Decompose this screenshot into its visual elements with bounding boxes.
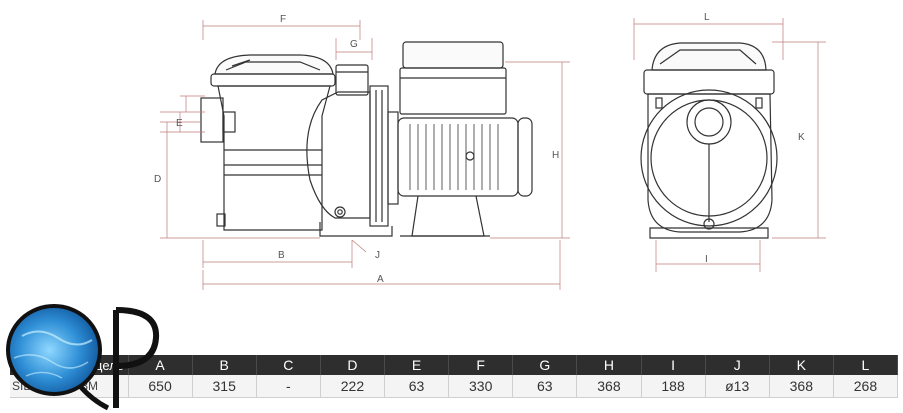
label-G: G xyxy=(350,39,358,50)
cell-d: 222 xyxy=(320,375,386,398)
cell-k: 368 xyxy=(769,375,834,398)
label-L: L xyxy=(704,12,710,23)
cell-a: 650 xyxy=(128,375,193,398)
label-J: J xyxy=(375,250,380,261)
cell-h: 368 xyxy=(576,375,642,398)
dimension-labels: F G E D H B J A L K I xyxy=(154,12,805,285)
header-g: G xyxy=(512,355,578,375)
label-F: F xyxy=(280,14,286,25)
pump-side-view xyxy=(200,41,533,237)
cell-j: ø13 xyxy=(705,375,770,398)
header-l: L xyxy=(833,355,899,375)
qp-logo xyxy=(6,304,160,411)
cell-f: 330 xyxy=(448,375,514,398)
label-A: A xyxy=(377,274,384,285)
pump-front-view xyxy=(640,42,778,239)
label-E: E xyxy=(176,118,183,129)
pump-technical-drawing: F G E D H B J A L K I xyxy=(154,12,826,290)
header-f: F xyxy=(448,355,514,375)
side-dimension-lines xyxy=(160,20,570,290)
label-H: H xyxy=(552,150,559,161)
cell-l: 268 xyxy=(833,375,899,398)
label-I: I xyxy=(705,254,708,265)
cell-c: - xyxy=(256,375,321,398)
label-B: B xyxy=(278,250,285,261)
cell-b: 315 xyxy=(192,375,257,398)
cell-i: 188 xyxy=(641,375,706,398)
header-e: E xyxy=(384,355,450,375)
header-k: K xyxy=(769,355,834,375)
header-b: B xyxy=(192,355,257,375)
front-dimension-lines xyxy=(633,18,826,272)
header-c: C xyxy=(256,355,321,375)
header-h: H xyxy=(576,355,642,375)
label-D: D xyxy=(154,174,161,185)
label-K: K xyxy=(798,132,805,143)
header-i: I xyxy=(641,355,706,375)
cell-e: 63 xyxy=(384,375,450,398)
header-j: J xyxy=(705,355,770,375)
header-d: D xyxy=(320,355,386,375)
cell-g: 63 xyxy=(512,375,578,398)
